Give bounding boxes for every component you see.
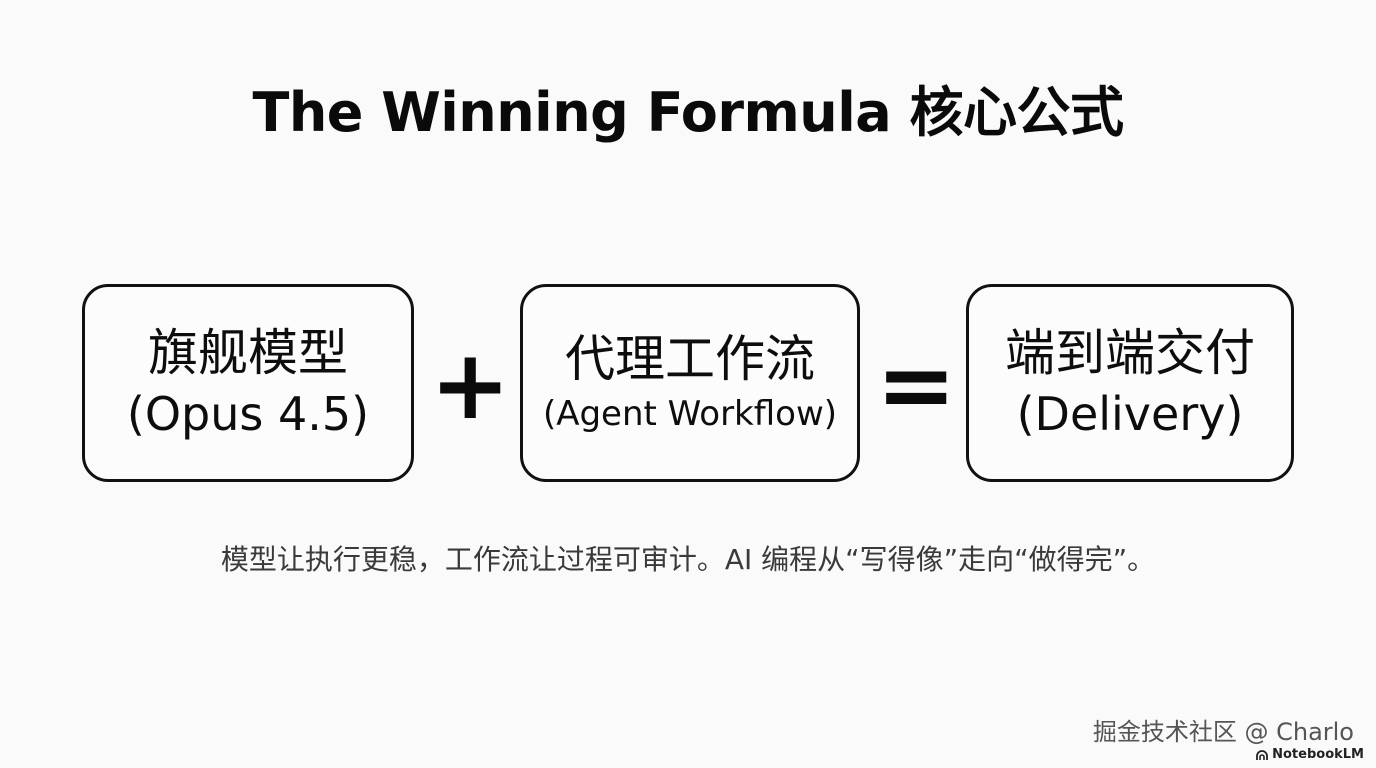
delivery-sublabel: (Delivery) [1016, 387, 1244, 441]
slide-caption: 模型让执行更稳，工作流让过程可审计。AI 编程从“写得像”走向“做得完”。 [220, 543, 1156, 576]
agent-sublabel: (Agent Workflow) [542, 394, 838, 434]
equals-operator: = [876, 329, 957, 441]
notebooklm-logo-icon [1256, 750, 1269, 760]
brand-name: NotebookLM [1272, 747, 1364, 762]
formula-box-model: 旗舰模型 (Opus 4.5) [82, 284, 414, 482]
agent-label: 代理工作流 [565, 330, 815, 388]
slide-title: The Winning Formula 核心公式 [252, 81, 1124, 144]
notebooklm-brand: NotebookLM [1256, 746, 1364, 764]
plus-operator: + [430, 329, 511, 441]
formula-box-agent: 代理工作流 (Agent Workflow) [520, 284, 860, 482]
formula-box-delivery: 端到端交付 (Delivery) [966, 284, 1294, 482]
model-label: 旗舰模型 [148, 324, 348, 382]
delivery-label: 端到端交付 [1005, 324, 1255, 382]
model-sublabel: (Opus 4.5) [126, 387, 370, 441]
watermark-text: 掘金技术社区 @ Charlo [1092, 718, 1354, 746]
